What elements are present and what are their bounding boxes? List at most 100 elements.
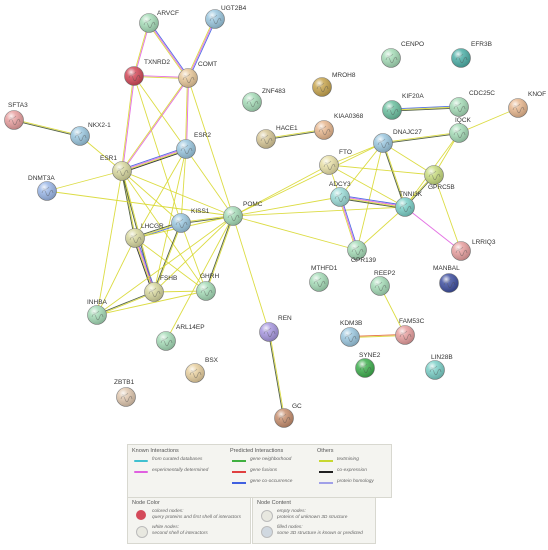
node-gloss <box>439 273 459 293</box>
node-sfta3[interactable]: SFTA3 <box>4 102 29 130</box>
node-iqck[interactable]: IQCK <box>449 117 472 143</box>
node-mroh8[interactable]: MROH8 <box>312 72 356 97</box>
node-kiaa0368[interactable]: KIAA0368 <box>314 113 364 140</box>
interaction-legend: Known Interactions from curated database… <box>127 444 392 498</box>
edge-line <box>232 196 341 217</box>
node-gprc5b[interactable]: GPRC5B <box>424 165 455 192</box>
textmining-swatch <box>319 460 333 462</box>
node-lrriq3[interactable]: LRRIQ3 <box>451 239 496 261</box>
edge-line <box>232 206 406 217</box>
empty-node-swatch <box>261 510 273 522</box>
edge-SFTA3-NKX2-1 <box>13 119 81 137</box>
edge-line <box>232 215 358 251</box>
node-label: ESR2 <box>194 132 211 139</box>
node-tnni3k[interactable]: TNNI3K <box>395 191 423 217</box>
node-comt[interactable]: COMT <box>178 61 218 88</box>
edge-line <box>232 164 330 217</box>
edge-line <box>185 77 188 149</box>
node-label: TNNI3K <box>399 191 423 198</box>
node-znf483[interactable]: ZNF483 <box>242 88 286 112</box>
node-esr2[interactable]: ESR2 <box>176 132 212 159</box>
edge-DNAJC27-GPR139 <box>356 142 384 251</box>
node-gloss <box>125 228 145 248</box>
node-cenpo[interactable]: CENPO <box>381 41 425 68</box>
edge-DNAJC27-TNNI3K <box>382 142 406 208</box>
node-arvcf[interactable]: ARVCF <box>139 10 179 33</box>
edge-ESR2-FSHB <box>153 148 187 293</box>
edge-TXNRD2-ESR2 <box>133 75 187 150</box>
edge-FTO-GPRC5B <box>328 164 435 176</box>
edge-COMT-POMC <box>187 77 234 217</box>
node-inhba[interactable]: INHBA <box>87 299 108 325</box>
node-knof[interactable]: KNOF <box>508 91 547 118</box>
edge-ADCY3-TNNI3K <box>339 194 406 210</box>
edge-POMC-ADCY3 <box>232 196 341 217</box>
edge-TXNRD2-KISS1 <box>133 75 182 224</box>
node-manbal[interactable]: MANBAL <box>433 265 460 293</box>
edge-line <box>339 142 384 198</box>
node-ghrh[interactable]: GHRH <box>196 273 220 301</box>
node-content-legend: Node Content empty nodes: proteins of un… <box>252 497 376 544</box>
node-fshb[interactable]: FSHB <box>144 275 178 302</box>
node-kif20a[interactable]: KIF20A <box>382 93 425 120</box>
edge-line <box>180 148 187 224</box>
node-efr3b[interactable]: EFR3B <box>451 41 492 68</box>
node-gpr139[interactable]: GPR139 <box>347 240 377 265</box>
node-nkx2-1[interactable]: NKX2-1 <box>70 122 112 146</box>
node-mthfd1[interactable]: MTHFD1 <box>309 265 338 292</box>
node-label: TXNRD2 <box>144 59 170 66</box>
node-hace1[interactable]: HACE1 <box>256 125 299 149</box>
edge-line <box>458 107 519 134</box>
edge-line <box>404 206 462 252</box>
node-ugt2b4[interactable]: UGT2B4 <box>205 5 247 29</box>
experimentally-determined-swatch <box>134 471 148 473</box>
node-ren[interactable]: REN <box>259 315 293 342</box>
edge-line <box>96 237 136 316</box>
node-gloss <box>355 358 375 378</box>
node-kiss1[interactable]: KISS1 <box>171 208 210 233</box>
edge-line <box>433 174 462 252</box>
edge-line <box>147 23 188 79</box>
node-pomc[interactable]: POMC <box>223 201 263 226</box>
node-dnajc27[interactable]: DNAJC27 <box>373 129 423 153</box>
edge-line <box>187 18 216 79</box>
node-adcy3[interactable]: ADCY3 <box>329 181 351 207</box>
edge-COMT-ESR1 <box>121 77 189 172</box>
node-esr1[interactable]: ESR1 <box>100 155 132 181</box>
edge-line <box>206 216 234 292</box>
edge-line <box>96 290 207 316</box>
node-kdm3b[interactable]: KDM3B <box>340 320 362 347</box>
node-lhcgr[interactable]: LHCGR <box>125 223 165 248</box>
node-label: COMT <box>198 61 217 68</box>
edge-POMC-TNNI3K <box>232 206 406 217</box>
node-fam53c[interactable]: FAM53C <box>395 318 425 345</box>
edge-line <box>165 215 234 342</box>
node-label: MROH8 <box>332 72 356 79</box>
node-lin28b[interactable]: LIN28B <box>425 354 453 380</box>
node-label: REEP2 <box>374 270 396 277</box>
node-dnmt3a[interactable]: DNMT3A <box>28 175 57 201</box>
node-syne2[interactable]: SYNE2 <box>355 352 381 378</box>
edge-line <box>14 119 81 136</box>
edge-ESR1-DNMT3A <box>46 170 123 192</box>
edge-line <box>382 143 405 208</box>
edge-line <box>153 215 234 293</box>
node-cdc25c[interactable]: CDC25C <box>449 90 496 117</box>
node-gc[interactable]: GC <box>274 403 303 428</box>
node-zbtb1[interactable]: ZBTB1 <box>114 379 136 407</box>
node-fto[interactable]: FTO <box>319 149 352 175</box>
edge-DNAJC27-ADCY3 <box>339 142 384 198</box>
node-label: ADCY3 <box>329 181 351 188</box>
node-bsx[interactable]: BSX <box>185 357 219 383</box>
edge-line <box>339 197 405 208</box>
node-color-legend: Node Color colored nodes: query proteins… <box>127 497 251 544</box>
edge-line <box>134 237 207 292</box>
edge-line <box>153 148 187 293</box>
node-label: EFR3B <box>471 41 492 48</box>
gene-fusions-swatch <box>232 471 246 473</box>
node-reep2[interactable]: REEP2 <box>370 270 396 296</box>
edge-POMC-DNAJC27 <box>232 142 384 217</box>
node-arl14ep[interactable]: ARL14EP <box>156 324 205 351</box>
node-txnrd2[interactable]: TXNRD2 <box>124 59 171 86</box>
